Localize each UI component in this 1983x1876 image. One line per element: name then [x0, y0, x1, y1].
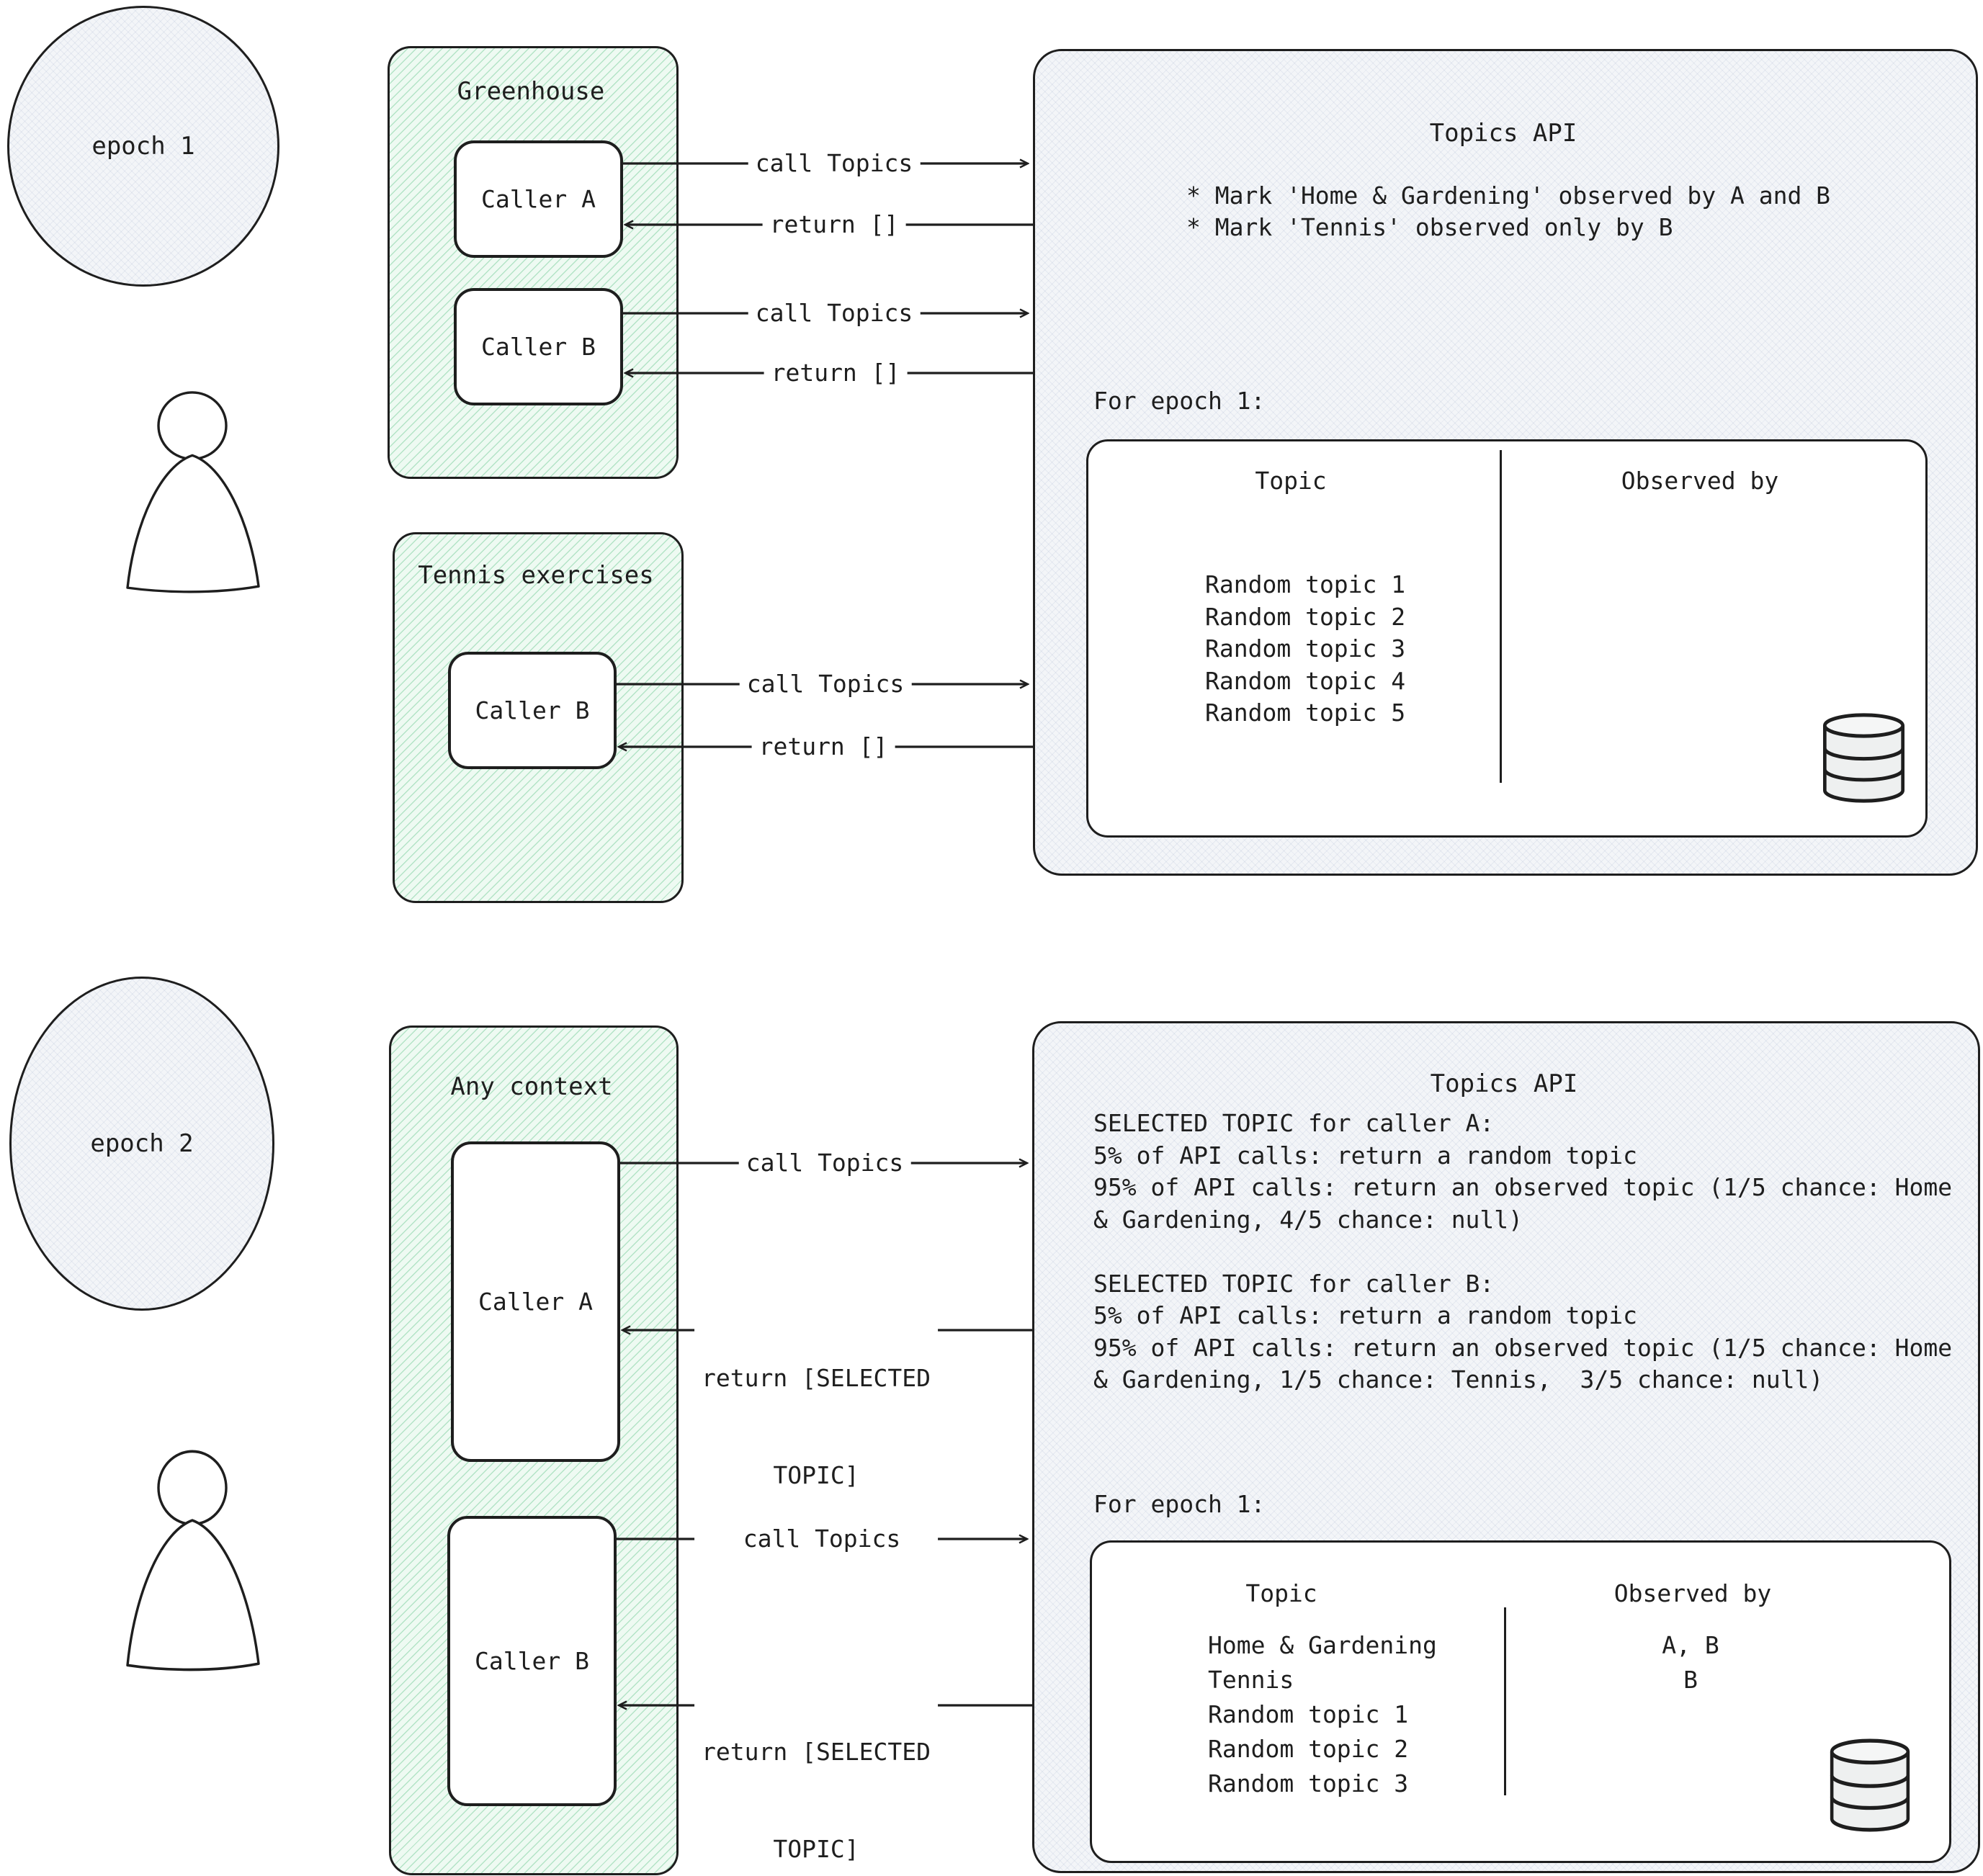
table1-observed-header: Observed by	[1621, 467, 1779, 495]
rule-line: 95% of API calls: return an observed top…	[1093, 1173, 1953, 1201]
epoch-label-2: For epoch 1:	[1093, 1490, 1266, 1518]
person-head	[157, 391, 228, 460]
database-icon	[1822, 713, 1905, 803]
table1-column-divider	[1500, 450, 1502, 783]
label-epoch2-b-call: call Topics	[735, 1523, 908, 1555]
greenhouse-caller-a-box: Caller A	[454, 140, 623, 258]
caller-a-label: Caller A	[478, 1287, 593, 1316]
person-icon	[126, 1450, 260, 1671]
table-row: Random topic 1	[1208, 1700, 1409, 1728]
table-cell: B	[1683, 1666, 1698, 1694]
table-row: Random topic 3	[1205, 634, 1406, 663]
table-row: Random topic 1	[1205, 570, 1406, 598]
greenhouse-title: Greenhouse	[457, 77, 605, 106]
greenhouse-caller-b-box: Caller B	[454, 288, 623, 405]
tennis-title: Tennis exercises	[418, 561, 654, 590]
return-selected-line2: TOPIC]	[773, 1461, 859, 1489]
api-note-1: * Mark 'Home & Gardening' observed by A …	[1186, 181, 1831, 210]
table2-observed-rows: A, B B	[1593, 1628, 1788, 1697]
observed-table-epoch1	[1086, 439, 1928, 838]
tennis-caller-b-box: Caller B	[448, 652, 617, 769]
table-cell: A, B	[1662, 1631, 1719, 1659]
epoch-2-badge: epoch 2	[9, 977, 274, 1311]
topics-api-title-epoch2: Topics API	[1430, 1069, 1578, 1098]
rule-line: & Gardening, 1/5 chance: Tennis, 3/5 cha…	[1093, 1365, 1824, 1393]
return-selected-line1: return [SELECTED	[702, 1738, 931, 1766]
epoch-2-badge-label: epoch 2	[90, 1129, 194, 1158]
rule-line: SELECTED TOPIC for caller B:	[1093, 1269, 1495, 1298]
caller-a-label: Caller A	[481, 184, 596, 213]
epoch-label-1: For epoch 1:	[1093, 387, 1266, 415]
table2-observed-header: Observed by	[1613, 1579, 1772, 1607]
rule-line	[1093, 1236, 1952, 1268]
person-body	[126, 454, 260, 593]
selection-rules: SELECTED TOPIC for caller A: 5% of API c…	[1093, 1108, 1952, 1396]
tennis-caller-b-label: Caller B	[475, 696, 590, 724]
epoch-1-badge-label: epoch 1	[91, 132, 195, 161]
return-selected-line2: TOPIC]	[773, 1835, 859, 1863]
table-row: Tennis	[1208, 1666, 1294, 1694]
label-epoch1-b-return: return []	[764, 357, 908, 389]
table2-topic-header: Topic	[1245, 1579, 1317, 1607]
rule-line: 5% of API calls: return a random topic	[1093, 1301, 1637, 1329]
label-epoch2-a-return: return [SELECTED TOPIC]	[694, 1297, 938, 1556]
label-epoch1-a-call: call Topics	[748, 148, 921, 179]
return-selected-line1: return [SELECTED	[702, 1364, 931, 1392]
database-icon	[1830, 1738, 1910, 1832]
label-epoch2-a-call: call Topics	[738, 1147, 911, 1179]
caller-b-label: Caller B	[481, 332, 596, 361]
label-epoch1-a-return: return []	[762, 209, 906, 241]
observed-table-epoch2	[1090, 1540, 1951, 1863]
label-epoch1-b-call: call Topics	[748, 297, 921, 329]
greenhouse-context-box	[388, 46, 679, 479]
table-row: Random topic 2	[1208, 1735, 1409, 1763]
any-context-caller-b-box: Caller B	[447, 1516, 617, 1806]
person-body	[126, 1519, 260, 1671]
rule-line: 95% of API calls: return an observed top…	[1093, 1333, 1953, 1362]
person-icon	[126, 391, 260, 593]
person-head	[157, 1450, 228, 1526]
table1-topic-rows: Random topic 1 Random topic 2 Random top…	[1205, 569, 1405, 730]
table-row: Home & Gardening	[1208, 1631, 1437, 1659]
table-row: Random topic 5	[1205, 699, 1406, 727]
table-row: Random topic 4	[1205, 666, 1406, 695]
any-context-caller-a-box: Caller A	[451, 1141, 620, 1462]
table2-column-divider	[1504, 1607, 1506, 1795]
label-epoch2-b-return: return [SELECTED TOPIC]	[694, 1671, 938, 1876]
caller-b-label: Caller B	[475, 1646, 589, 1675]
rule-line: & Gardening, 4/5 chance: null)	[1093, 1205, 1523, 1234]
table-row: Random topic 3	[1208, 1769, 1409, 1798]
table-row: Random topic 2	[1205, 602, 1406, 631]
epoch-1-badge: epoch 1	[7, 6, 279, 287]
label-tennis-return: return []	[751, 731, 895, 763]
rule-line: 5% of API calls: return a random topic	[1093, 1141, 1637, 1170]
rule-line: SELECTED TOPIC for caller A:	[1093, 1109, 1495, 1137]
any-context-title: Any context	[450, 1072, 613, 1101]
table2-topic-rows: Home & Gardening Tennis Random topic 1 R…	[1208, 1628, 1437, 1801]
label-tennis-call: call Topics	[739, 668, 912, 700]
table1-topic-header: Topic	[1255, 467, 1327, 495]
api-note-2: * Mark 'Tennis' observed only by B	[1186, 213, 1673, 241]
topics-api-title-epoch1: Topics API	[1429, 119, 1577, 148]
